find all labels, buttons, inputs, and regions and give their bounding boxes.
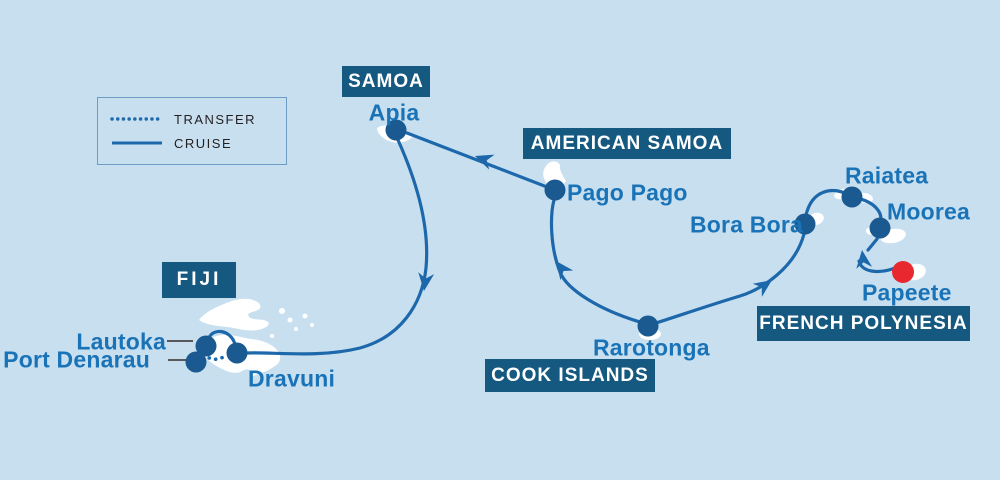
american-samoa-island (543, 161, 566, 187)
papeete-start-dot (892, 261, 914, 283)
arrow-to-borabora-icon (752, 280, 772, 297)
port-label-raiatea: Raiatea (845, 162, 929, 189)
route-borabora-rarotonga (654, 232, 806, 325)
region-box-american-samoa: AMERICAN SAMOA (523, 128, 731, 159)
arrow-to-pagopago-icon (556, 261, 574, 281)
route-moorea-stub (866, 237, 879, 252)
port-label-moorea: Moorea (887, 198, 970, 225)
region-box-fiji: FIJI (162, 262, 236, 298)
raiatea-dot (841, 186, 863, 208)
region-box-french-polynesia: FRENCH POLYNESIA (757, 306, 970, 341)
port-label-pago-pago: Pago Pago (567, 179, 688, 206)
legend-row-cruise: CRUISE (109, 136, 286, 151)
apia-dot (385, 119, 407, 141)
port-label-dravuni: Dravuni (248, 365, 336, 392)
legend: TRANSFER CRUISE (97, 97, 287, 165)
port-label-papeete: Papeete (862, 279, 952, 306)
dravuni-dot (226, 342, 248, 364)
bora-bora-dot (794, 213, 816, 235)
transfer-line-sample-icon (110, 117, 164, 121)
region-box-cook-islands: COOK ISLANDS (485, 359, 655, 392)
lautoka-dot (195, 335, 217, 357)
fiji-islands (199, 298, 314, 377)
legend-label-transfer: TRANSFER (174, 111, 257, 127)
route-rarotonga-pagopago (549, 198, 642, 324)
port-label-port-denarau: Port Denarau (3, 346, 150, 373)
label-callouts (167, 340, 193, 361)
rarotonga-dot (637, 315, 659, 337)
arrow-to-dravuni-icon (418, 272, 435, 291)
route-pagopago-apia (405, 131, 549, 189)
port-label-rarotonga: Rarotonga (593, 334, 710, 361)
region-box-samoa: SAMOA (342, 66, 430, 97)
pago-pago-dot (544, 179, 566, 201)
port-label-apia: Apia (368, 99, 420, 126)
cruise-line-sample-icon (112, 141, 162, 145)
route-transfer-dotted (202, 352, 229, 362)
arrow-to-apia-icon (475, 154, 495, 170)
legend-row-transfer: TRANSFER (109, 112, 286, 127)
port-denarau-dot (185, 351, 207, 373)
direction-arrows (418, 154, 873, 297)
legend-label-cruise: CRUISE (174, 135, 233, 151)
route-dravuni-lautoka (207, 329, 237, 346)
port-label-lautoka: Lautoka (76, 328, 166, 355)
arrow-to-moorea-icon (856, 250, 873, 269)
moorea-dot (869, 217, 891, 239)
route-apia-dravuni (245, 138, 429, 356)
port-label-bora-bora: Bora Bora (690, 211, 803, 238)
port-dots (185, 119, 914, 373)
